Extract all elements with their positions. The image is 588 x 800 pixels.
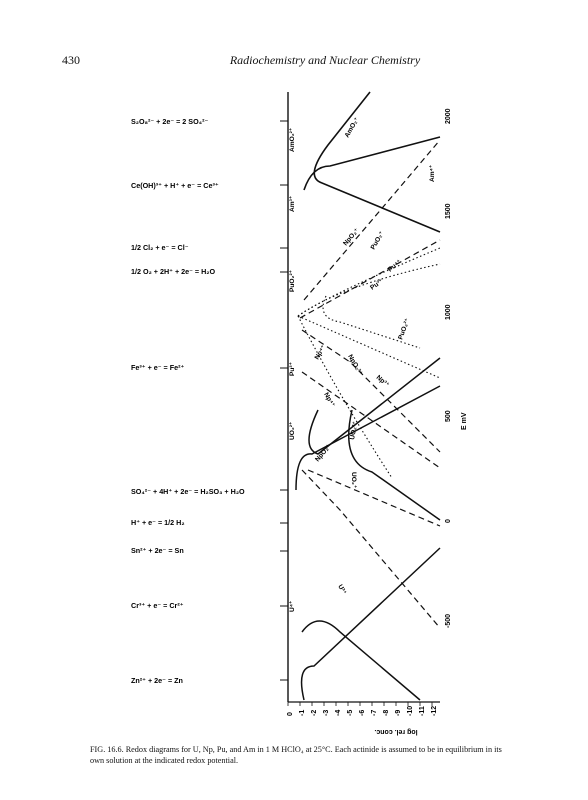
region-label-3: Pu³⁺ — [289, 361, 296, 376]
page-header: 430 Radiochemistry and Nuclear Chemistry — [0, 0, 588, 70]
curve-label-8: Np³⁺ — [375, 374, 391, 389]
reaction-label-8: Cr³⁺ + e⁻ = Cr²⁺ — [131, 601, 184, 610]
region-labels: AmO₂²⁺ Am³⁺ PuO₂²⁺ Pu³⁺ UO₂²⁺ U⁴⁺ — [289, 127, 296, 612]
region-label-0: AmO₂²⁺ — [289, 127, 296, 152]
log-tick-5: -5 — [347, 710, 354, 716]
curve-label-13: UO₂²⁺ — [349, 420, 359, 440]
curve-label-7: NpO₂²⁺ — [346, 354, 364, 377]
curve-label-10: UO₂⁺ — [350, 472, 357, 489]
curve-pu-dotted-b — [297, 263, 441, 317]
log-tick-11: -11 — [419, 706, 426, 716]
log-tick-4: -4 — [335, 710, 342, 716]
curve-pu-dotted-e — [322, 295, 421, 349]
curve-np-dashed-d — [301, 371, 441, 469]
mv-tick-0: 2000 — [445, 108, 452, 124]
curve-np-dashed-f — [307, 469, 441, 527]
page-number: 430 — [62, 53, 80, 67]
mv-tick-3: 500 — [445, 410, 452, 422]
log-tick-10: -10 — [407, 706, 414, 716]
redox-curves — [295, 91, 441, 701]
log-axis-label: log rel. conc. — [374, 728, 417, 735]
curve-am3-solid — [303, 136, 441, 191]
mv-tick-2: 1000 — [445, 304, 452, 320]
mv-axis: 2000 1500 1000 500 0 -500 E mV — [445, 108, 468, 628]
log-axis: 0 -1 -2 -3 -4 -5 -6 -7 -8 -9 -10 -11 -12… — [287, 706, 438, 735]
log-tick-8: -8 — [383, 710, 390, 716]
curve-label-0: AmO₂⁺ — [344, 116, 361, 139]
curve-label-6: Np⁴⁺ — [314, 344, 328, 361]
curve-pu-dotted-d — [297, 315, 393, 479]
log-tick-3: -3 — [323, 710, 330, 716]
curve-np-dashed-e — [301, 469, 441, 629]
reaction-label-7: Sn²⁺ + 2e⁻ = Sn — [131, 546, 184, 555]
curve-uo2-solid-b — [308, 357, 441, 455]
log-tick-7: -7 — [371, 710, 378, 716]
plot-frame — [287, 92, 440, 703]
region-label-2: PuO₂²⁺ — [289, 269, 296, 292]
figure-caption: FIG. 16.6. Redox diagrams for U, Np, Pu,… — [90, 745, 502, 765]
mv-tick-4: 0 — [445, 519, 452, 523]
reaction-labels: S₂O₈²⁻ + 2e⁻ = 2 SO₄²⁻ Ce(OH)³⁺ + H⁺ + e… — [131, 117, 245, 685]
reaction-ticks — [280, 120, 288, 681]
log-tick-9: -9 — [395, 710, 402, 716]
log-tick-12: -12 — [431, 706, 438, 716]
reaction-label-0: S₂O₈²⁻ + 2e⁻ = 2 SO₄²⁻ — [131, 117, 208, 126]
running-title: Radiochemistry and Nuclear Chemistry — [229, 53, 421, 67]
mv-tick-1: 1500 — [445, 203, 452, 219]
log-tick-2: -2 — [311, 710, 318, 716]
curve-uo2-solid-a — [295, 385, 441, 491]
reaction-label-4: Fe³⁺ + e⁻ = Fe²⁺ — [131, 363, 185, 372]
log-tick-1: -1 — [299, 710, 306, 716]
curve-u4-solid-a — [300, 547, 441, 701]
curve-amo2-solid — [313, 91, 441, 233]
curve-label-14: U³⁺ — [336, 584, 348, 597]
log-tick-0: 0 — [287, 712, 294, 716]
curve-label-3: PuO₂⁺ — [370, 230, 386, 251]
reaction-label-5: SO₄²⁻ + 4H⁺ + 2e⁻ = H₂SO₃ + H₂O — [131, 487, 245, 496]
mv-tick-5: -500 — [445, 614, 452, 628]
curve-label-9: PuO₂²⁺ — [397, 317, 411, 341]
curve-u3-solid — [301, 620, 421, 701]
reaction-label-2: 1/2 Cl₂ + e⁻ = Cl⁻ — [131, 243, 189, 252]
log-ticks-marks — [287, 702, 433, 706]
curve-np-dashed-c — [301, 329, 441, 453]
reaction-label-9: Zn²⁺ + 2e⁻ = Zn — [131, 676, 183, 685]
curve-label-5: Pu³⁺ — [369, 278, 385, 292]
reaction-label-6: H⁺ + e⁻ = 1/2 H₂ — [131, 518, 185, 527]
region-label-4: UO₂²⁺ — [289, 421, 296, 440]
reaction-label-3: 1/2 O₂ + 2H⁺ + 2e⁻ = H₂O — [131, 267, 216, 276]
curve-label-1: Am⁴⁺ — [429, 164, 436, 182]
region-label-1: Am³⁺ — [289, 195, 296, 212]
reaction-label-1: Ce(OH)³⁺ + H⁺ + e⁻ = Ce³⁺ — [131, 181, 219, 190]
region-label-5: U⁴⁺ — [289, 600, 296, 612]
curve-np-dashed-a — [303, 139, 441, 301]
curve-label-4: Pu⁴⁺ — [387, 258, 404, 273]
log-tick-6: -6 — [359, 710, 366, 716]
curve-uo2plus-solid — [348, 409, 441, 521]
curve-label-11: Np⁴⁺ — [322, 392, 336, 409]
mv-axis-label: E mV — [461, 412, 468, 430]
